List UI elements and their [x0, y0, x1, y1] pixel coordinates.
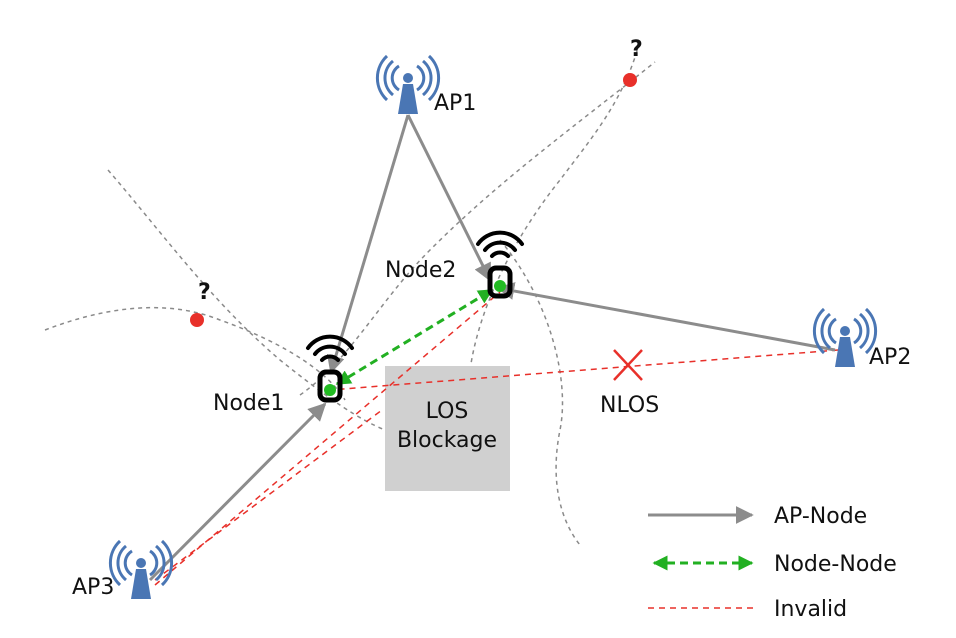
legend-invalid-label: Invalid	[774, 597, 847, 622]
node1-position-dot	[324, 384, 336, 396]
range-arc-ap1-node1	[107, 169, 386, 431]
antenna-icon	[375, 54, 441, 116]
node1: Node1	[213, 337, 352, 416]
ap1: AP1	[375, 54, 476, 116]
antenna-icon	[812, 307, 878, 369]
invalid-link-ap2-node1	[329, 349, 839, 391]
node2: Node2	[385, 233, 522, 296]
unknown-mark-upper: ?	[630, 37, 643, 62]
ap2: AP2	[812, 307, 911, 370]
estimate-dot-upper	[623, 73, 637, 87]
ap3-node1-arrow	[148, 402, 327, 582]
range-arc-ap1-node2	[299, 61, 656, 396]
ap1-label: AP1	[434, 91, 476, 116]
antenna-icon	[108, 539, 174, 601]
blockage-label-line2: Blockage	[397, 428, 497, 453]
range-arc-ap2-node2-lower	[499, 239, 581, 546]
los-blockage-box	[385, 366, 510, 491]
ap2-node2-arrow	[496, 282, 836, 352]
legend-ap-node-label: AP-Node	[774, 504, 867, 529]
unknown-mark-left: ?	[198, 280, 211, 305]
invalid-link-ap3-node1	[154, 409, 383, 581]
legend: AP-Node Node-Node Invalid	[648, 504, 897, 622]
node1-label: Node1	[213, 391, 284, 416]
ap-node-links	[148, 114, 836, 582]
node2-label: Node2	[385, 258, 456, 283]
ap2-label: AP2	[869, 345, 911, 370]
ap1-node1-arrow	[327, 114, 410, 374]
ap3-label: AP3	[72, 575, 114, 600]
blockage-label-line1: LOS	[426, 399, 469, 424]
nlos-label: NLOS	[600, 393, 659, 418]
legend-node-node-label: Node-Node	[774, 552, 897, 577]
range-arc-ap2-node2	[469, 39, 641, 371]
cross-icon	[613, 349, 643, 381]
range-arcs	[44, 39, 656, 546]
ap1-node2-arrow	[406, 114, 492, 282]
node2-position-dot	[494, 280, 506, 292]
estimate-dot-left	[190, 313, 204, 327]
ap3: AP3	[72, 539, 174, 601]
node1-node2-arrow	[335, 288, 494, 386]
